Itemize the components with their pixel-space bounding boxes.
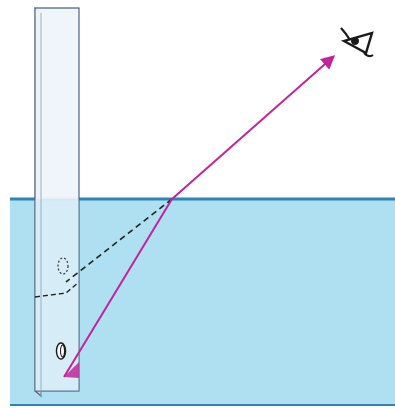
ray-origin-wedge: [64, 362, 79, 378]
virtual-coin-icon: [57, 257, 69, 275]
ruler-apparent-bend: [34, 281, 80, 298]
ray-backward-extension: [65, 198, 173, 283]
coin-icon-edge: [60, 344, 65, 358]
ruler-underwater-tint: [35, 199, 79, 391]
ruler: [34, 6, 80, 398]
incident-ray: [63, 198, 173, 378]
eye-icon: [340, 27, 374, 58]
refracted-ray: [171, 55, 336, 200]
